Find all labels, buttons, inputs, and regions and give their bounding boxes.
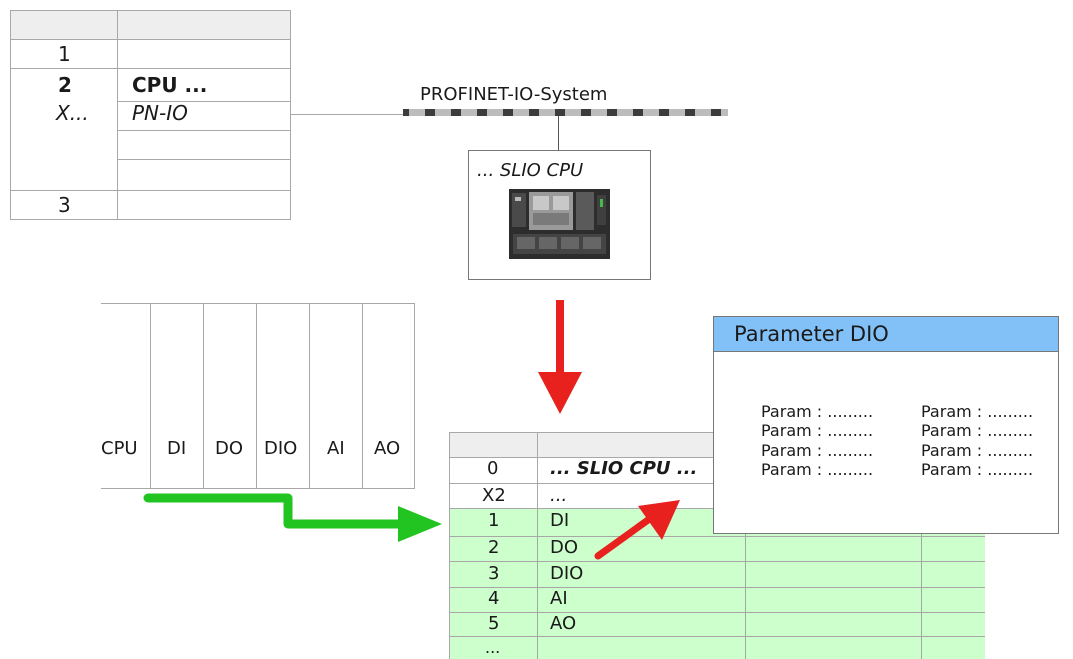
- cfg-module-3[interactable]: DIO: [550, 563, 584, 584]
- cfg-slot-more: ...: [485, 638, 501, 657]
- red-down-arrow: [538, 300, 582, 414]
- parameter-window-title-bar: Parameter DIO: [714, 317, 1058, 352]
- param-right-2[interactable]: Param : .........: [921, 421, 1034, 440]
- param-right-4[interactable]: Param : .........: [921, 460, 1034, 479]
- hw-module-cpu: CPU ...: [132, 73, 208, 97]
- red-diagonal-arrow: [594, 500, 680, 560]
- hardware-table-header: [10, 10, 291, 39]
- param-right-1[interactable]: Param : .........: [921, 402, 1034, 421]
- param-right-3[interactable]: Param : .........: [921, 441, 1034, 460]
- cfg-module-2[interactable]: DO: [550, 537, 579, 558]
- cfg-slot-x2: X2: [482, 485, 506, 506]
- hw-slot-1: 1: [58, 42, 71, 66]
- module-cpu[interactable]: CPU: [101, 438, 138, 459]
- parameter-window-title: Parameter DIO: [734, 322, 889, 346]
- cfg-slot-0: 0: [487, 458, 499, 479]
- module-ao[interactable]: AO: [374, 438, 401, 459]
- module-ai[interactable]: AI: [327, 438, 345, 459]
- cfg-module-1[interactable]: DI: [550, 510, 570, 531]
- cfg-module-0[interactable]: ... SLIO CPU ...: [550, 458, 698, 479]
- param-left-4[interactable]: Param : .........: [761, 460, 874, 479]
- module-dio[interactable]: DIO: [264, 438, 298, 459]
- cfg-module-4[interactable]: AI: [550, 588, 568, 609]
- green-arrow: [143, 493, 442, 542]
- device-drop-line: [558, 116, 559, 150]
- hw-slot-x: X...: [56, 101, 89, 125]
- cfg-slot-5: 5: [488, 613, 500, 634]
- profinet-label: PROFINET-IO-System: [420, 84, 608, 105]
- param-left-3[interactable]: Param : .........: [761, 441, 874, 460]
- hw-slot-2: 2: [58, 73, 72, 97]
- slio-cpu-device[interactable]: ... SLIO CPU: [468, 150, 651, 280]
- module-di[interactable]: DI: [167, 438, 187, 459]
- network-link-line: [291, 114, 403, 115]
- slio-cpu-image: [509, 189, 610, 259]
- param-left-2[interactable]: Param : .........: [761, 421, 874, 440]
- hw-module-pnio: PN-IO: [132, 101, 188, 125]
- device-label: ... SLIO CPU: [477, 160, 584, 181]
- cfg-slot-1: 1: [488, 510, 500, 531]
- profinet-bus-bar: [403, 109, 728, 116]
- cfg-slot-4: 4: [488, 588, 500, 609]
- module-do[interactable]: DO: [215, 438, 244, 459]
- parameter-window: Parameter DIO Param : ......... Param : …: [713, 316, 1059, 534]
- cfg-module-5[interactable]: AO: [550, 613, 577, 634]
- hw-slot-3: 3: [58, 193, 71, 217]
- cfg-module-x2[interactable]: ...: [550, 485, 568, 506]
- cfg-slot-2: 2: [488, 537, 500, 558]
- param-left-1[interactable]: Param : .........: [761, 402, 874, 421]
- cfg-slot-3: 3: [488, 563, 500, 584]
